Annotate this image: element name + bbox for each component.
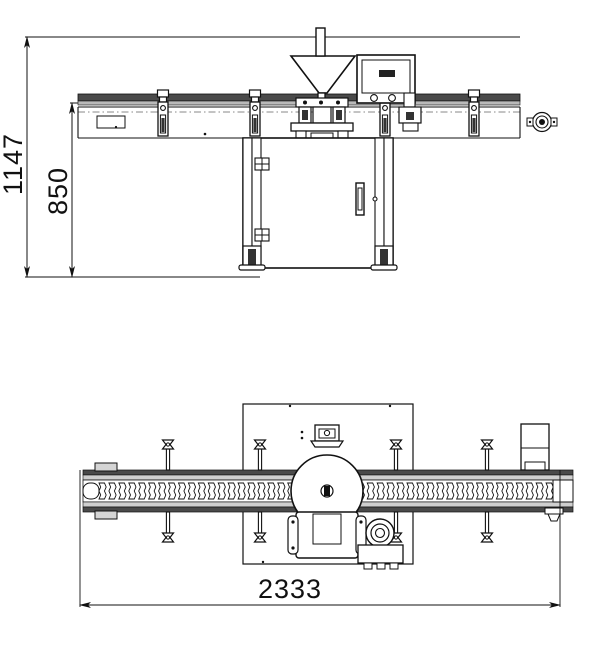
- adjustable-foot-right: [370, 245, 398, 271]
- control-panel[interactable]: [356, 54, 422, 132]
- cabinet-lock[interactable]: [372, 196, 378, 202]
- cabinet-hinge-upper: [254, 157, 270, 171]
- cabinet-hinge-lower: [254, 228, 270, 242]
- panel-button-left[interactable]: [370, 94, 378, 102]
- side-label-plate: [96, 115, 126, 129]
- adjustable-foot-left: [238, 245, 266, 271]
- guide-post-1: [156, 89, 170, 137]
- dimension-conveyor-height: 850: [43, 102, 240, 278]
- plan-drive-pulley: [544, 507, 564, 522]
- front-elevation-view: 1147 850: [0, 27, 558, 278]
- panel-display: [379, 70, 395, 77]
- frame-fastener: [203, 132, 207, 136]
- star-wheel-mount: [300, 424, 345, 448]
- plan-view: 2333: [79, 403, 574, 608]
- machine-cabinet: [238, 137, 398, 271]
- upright-column: [520, 423, 550, 471]
- drive-motor: [357, 518, 404, 570]
- panel-button-right[interactable]: [388, 94, 396, 102]
- feed-tube: [315, 27, 326, 57]
- gearbox-housing: [287, 511, 367, 559]
- dimension-overall-length: 2333: [79, 470, 561, 608]
- guide-post-4: [467, 89, 481, 137]
- drive-pulley: [526, 111, 558, 133]
- dimension-conveyor-height-text: 850: [43, 167, 73, 215]
- cabinet-door-handle[interactable]: [355, 182, 365, 216]
- star-wheel: [290, 454, 364, 528]
- dimension-overall-height: 1147: [0, 36, 520, 278]
- dimension-overall-height-text: 1147: [0, 133, 28, 195]
- dimension-overall-length-text: 2333: [258, 574, 322, 604]
- frame-fastener: [114, 125, 118, 129]
- guide-post-2: [248, 89, 262, 137]
